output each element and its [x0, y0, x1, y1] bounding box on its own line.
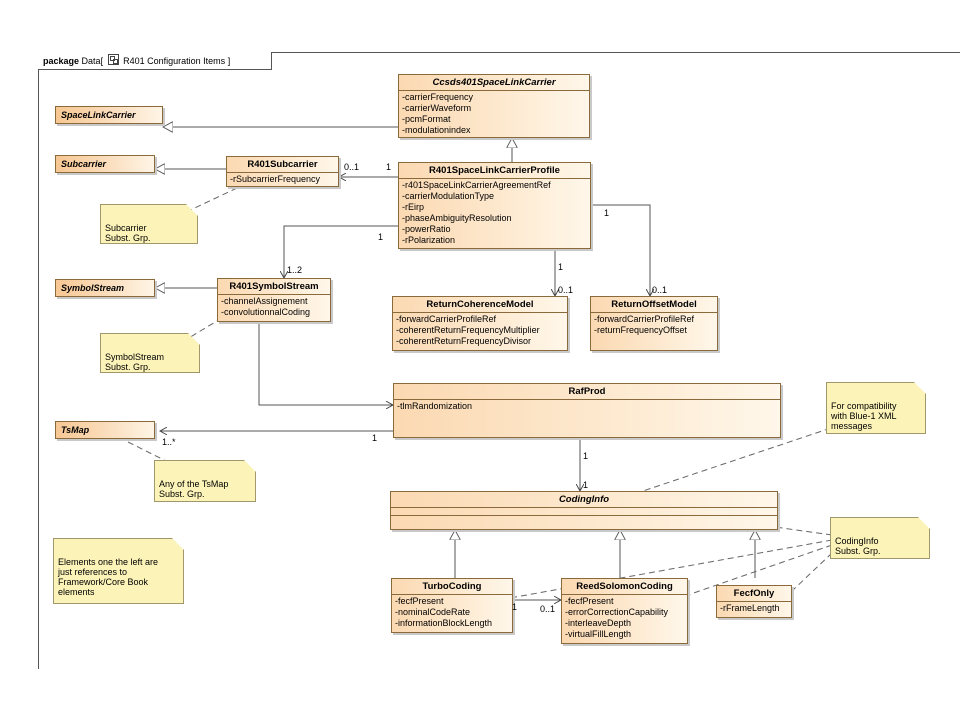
mult-tsmap-1..*: 1..*: [162, 437, 176, 447]
class-attributes: -fecfPresent-errorCorrectionCapability-i…: [562, 595, 687, 641]
note-text: CodingInfo Subst. Grp.: [835, 536, 881, 556]
note-text: For compatibility with Blue-1 XML messag…: [831, 401, 897, 431]
class-returncoherencemodel[interactable]: ReturnCoherenceModel -forwardCarrierProf…: [392, 296, 568, 351]
class-attribute: -rFrameLength: [720, 603, 780, 613]
class-attribute: -interleaveDepth: [565, 618, 632, 628]
package-bracket-close: ]: [227, 56, 231, 66]
class-r401spacelinkcarrierprofile[interactable]: R401SpaceLinkCarrierProfile -r401SpaceLi…: [398, 162, 591, 249]
class-attributes: -carrierFrequency-carrierWaveform-pcmFor…: [399, 91, 589, 137]
class-attribute: -returnFrequencyOffset: [594, 325, 687, 335]
class-r401subcarrier[interactable]: R401Subcarrier -rSubcarrierFrequency: [226, 156, 339, 187]
class-empty-compartment: [391, 508, 777, 516]
class-attribute: -coherentReturnFrequencyDivisor: [396, 336, 532, 346]
class-attributes: -r401SpaceLinkCarrierAgreementRef-carrie…: [399, 179, 590, 247]
class-returnoffsetmodel[interactable]: ReturnOffsetModel -forwardCarrierProfile…: [590, 296, 718, 351]
class-attributes: -channelAssignement-convolutionnalCoding: [218, 295, 330, 319]
mult-subcarrier-0..1: 0..1: [344, 162, 360, 172]
class-attribute: -informationBlockLength: [395, 618, 493, 628]
class-attribute: -nominalCodeRate: [395, 607, 471, 617]
class-attribute: -carrierFrequency: [402, 92, 474, 102]
class-fecfonly[interactable]: FecfOnly -rFrameLength: [716, 585, 792, 618]
class-attribute: -fecfPresent: [395, 596, 444, 606]
class-attribute: -r401SpaceLinkCarrierAgreementRef: [402, 180, 551, 190]
class-attribute: -convolutionnalCoding: [221, 307, 311, 317]
class-attribute: -pcmFormat: [402, 114, 451, 124]
package-keyword: package: [43, 56, 80, 66]
class-title: FecfOnly: [717, 586, 791, 602]
mult-codinginfo-1a: 1: [583, 451, 589, 461]
class-title: TurboCoding: [392, 579, 512, 595]
package-bracket-open: [: [100, 56, 104, 66]
class-attributes: -fecfPresent-nominalCodeRate-information…: [392, 595, 512, 630]
note-compatibility: For compatibility with Blue-1 XML messag…: [826, 382, 926, 434]
mult-symbolstream-1: 1: [378, 232, 384, 242]
note-symbolstream: SymbolStream Subst. Grp.: [100, 333, 200, 373]
class-attributes: -rFrameLength: [717, 602, 791, 615]
mult-returncoherence-1: 1: [558, 262, 564, 272]
class-codinginfo[interactable]: CodingInfo: [390, 491, 778, 530]
class-attribute: -virtualFillLength: [565, 629, 632, 639]
class-attribute: -forwardCarrierProfileRef: [396, 314, 497, 324]
class-title: ReedSolomonCoding: [562, 579, 687, 595]
mult-returnoffset-0..1: 0..1: [652, 285, 668, 295]
class-attribute: -rSubcarrierFrequency: [230, 174, 321, 184]
package-frame: [38, 52, 960, 669]
mult-reedsolomon-0..1: 0..1: [540, 604, 556, 614]
ref-symbolstream[interactable]: SymbolStream: [55, 279, 155, 297]
class-r401symbolstream[interactable]: R401SymbolStream -channelAssignement-con…: [217, 278, 331, 322]
class-title: RafProd: [394, 384, 780, 400]
class-title: R401SpaceLinkCarrierProfile: [399, 163, 590, 179]
mult-returncoherence-0..1: 0..1: [558, 285, 574, 295]
note-codinginfo: CodingInfo Subst. Grp.: [830, 517, 930, 559]
class-ccsds401spacelinkcarrier[interactable]: Ccsds401SpaceLinkCarrier -carrierFrequen…: [398, 74, 590, 138]
package-header: package Data[ R401 Configuration Items ]: [38, 52, 272, 70]
note-subcarrier: Subcarrier Subst. Grp.: [100, 204, 198, 244]
class-title: R401SymbolStream: [218, 279, 330, 295]
class-attribute: -rPolarization: [402, 235, 456, 245]
class-attributes: -forwardCarrierProfileRef-coherentReturn…: [393, 313, 567, 348]
class-attributes: -tlmRandomization: [394, 400, 780, 413]
class-title: ReturnCoherenceModel: [393, 297, 567, 313]
diagram-title: R401 Configuration Items: [123, 56, 226, 66]
package-name: Data: [81, 56, 101, 66]
class-rafprod[interactable]: RafProd -tlmRandomization: [393, 383, 781, 438]
class-title: Ccsds401SpaceLinkCarrier: [399, 75, 589, 91]
class-attribute: -carrierModulationType: [402, 191, 495, 201]
mult-symbolstream-1..2: 1..2: [287, 265, 303, 275]
class-attribute: -tlmRandomization: [397, 401, 473, 411]
ref-spacelinkcarrier[interactable]: SpaceLinkCarrier: [55, 106, 163, 124]
class-attribute: -phaseAmbiguityResolution: [402, 213, 512, 223]
class-title: ReturnOffsetModel: [591, 297, 717, 313]
class-attributes: -rSubcarrierFrequency: [227, 173, 338, 186]
note-text: Elements one the left are just reference…: [58, 557, 159, 597]
mult-codinginfo-1b: 1: [583, 480, 589, 490]
class-attribute: -forwardCarrierProfileRef: [594, 314, 695, 324]
ref-tsmap[interactable]: TsMap: [55, 421, 155, 439]
note-text: SymbolStream Subst. Grp.: [105, 352, 165, 372]
mult-returnoffset-1: 1: [604, 208, 610, 218]
class-title: CodingInfo: [391, 492, 777, 508]
class-title: R401Subcarrier: [227, 157, 338, 173]
mult-turbo-1: 1: [512, 602, 518, 612]
class-attributes: -forwardCarrierProfileRef-returnFrequenc…: [591, 313, 717, 337]
class-attribute: -coherentReturnFrequencyMultiplier: [396, 325, 540, 335]
class-attribute: -channelAssignement: [221, 296, 308, 306]
note-text: Any of the TsMap Subst. Grp.: [159, 479, 229, 499]
class-attribute: -rEirp: [402, 202, 424, 212]
mult-subcarrier-1: 1: [386, 162, 392, 172]
class-reedsolomoncoding[interactable]: ReedSolomonCoding -fecfPresent-errorCorr…: [561, 578, 688, 644]
ref-subcarrier[interactable]: Subcarrier: [55, 155, 155, 173]
class-attribute: -carrierWaveform: [402, 103, 472, 113]
class-attribute: -powerRatio: [402, 224, 451, 234]
class-turbocoding[interactable]: TurboCoding -fecfPresent-nominalCodeRate…: [391, 578, 513, 633]
class-attribute: -fecfPresent: [565, 596, 614, 606]
class-attribute: -modulationindex: [402, 125, 471, 135]
class-diagram-icon: [107, 54, 119, 65]
class-attribute: -errorCorrectionCapability: [565, 607, 669, 617]
note-text: Subcarrier Subst. Grp.: [105, 223, 151, 243]
note-elements: Elements one the left are just reference…: [53, 538, 184, 604]
note-tsmap: Any of the TsMap Subst. Grp.: [154, 460, 256, 502]
mult-tsmap-1: 1: [372, 433, 378, 443]
